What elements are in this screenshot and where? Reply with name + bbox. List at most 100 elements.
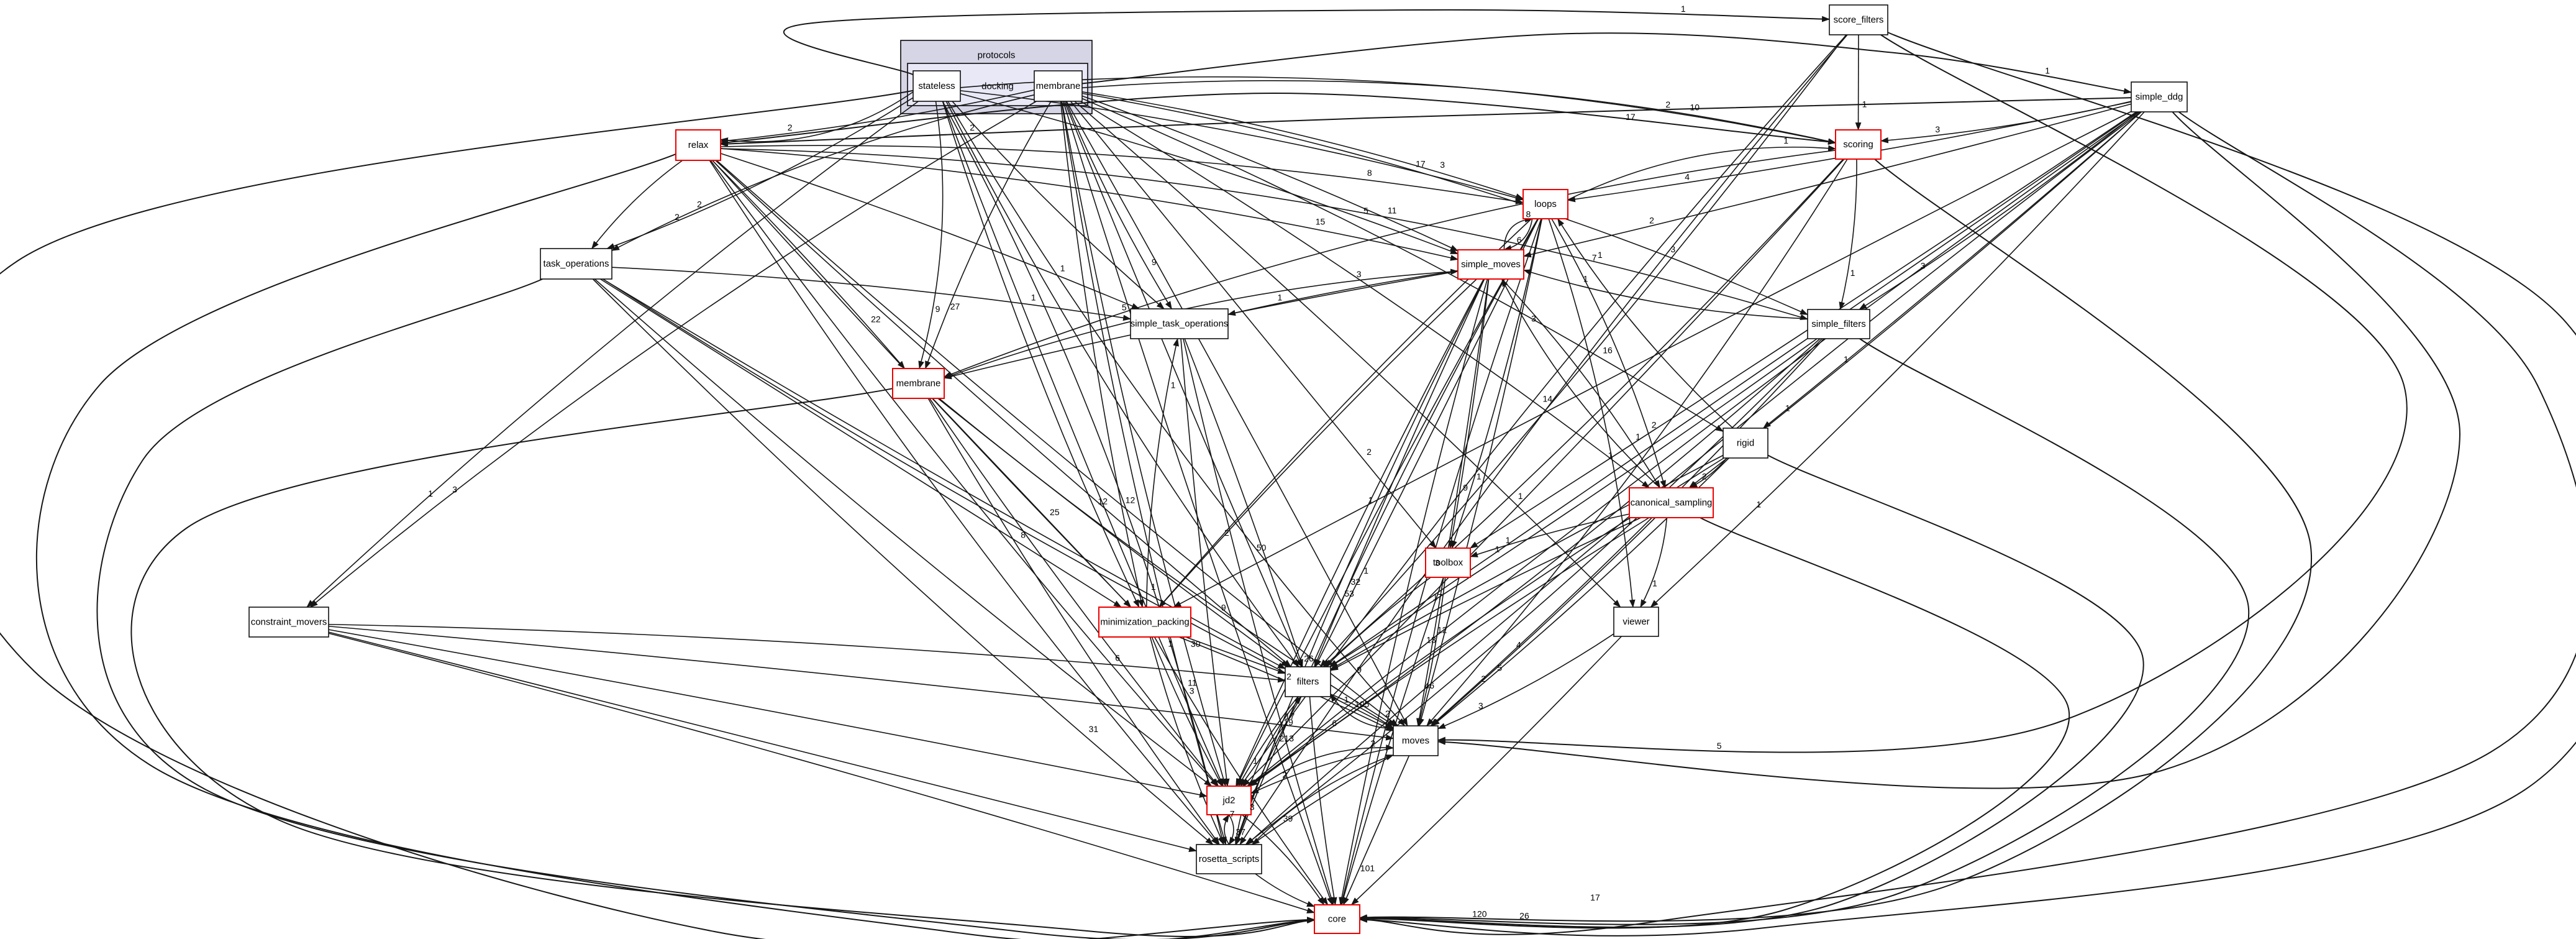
edge-count-label: 3 — [1440, 160, 1445, 170]
node-label-scoring[interactable]: scoring — [1843, 139, 1873, 150]
edge-count-label: 17 — [1416, 159, 1426, 169]
edge-canonical_sampling-to-core — [1359, 517, 2070, 929]
edge-relax-to-task_operations — [591, 160, 683, 249]
edge-simple_ddg-to-relax — [719, 97, 2132, 147]
node-scoring[interactable] — [1835, 129, 1882, 160]
node-jd2[interactable] — [1206, 786, 1252, 815]
node-membrane[interactable] — [892, 368, 945, 399]
node-simple_filters[interactable] — [1807, 309, 1870, 339]
node-minimization_packing[interactable] — [1098, 607, 1191, 638]
node-label-task_operations[interactable]: task_operations — [544, 259, 609, 269]
node-viewer[interactable] — [1613, 607, 1659, 637]
node-label-core[interactable]: core — [1328, 914, 1346, 925]
edge-simple_ddg-to-viewer — [1650, 111, 2145, 608]
edge-count-label: 3 — [1435, 557, 1440, 567]
node-dock_membrane[interactable] — [1034, 70, 1083, 102]
edge-dock_membrane-to-relax — [719, 89, 1035, 144]
node-label-rigid[interactable]: rigid — [1737, 438, 1754, 449]
edge-score_filters-to-rosetta_scripts — [1239, 34, 1848, 845]
edge-count-label: 1 — [1785, 403, 1790, 413]
edge-scoring-to-membrane — [943, 149, 1836, 378]
node-simple_ddg[interactable] — [2131, 81, 2188, 112]
edge-dock_membrane-to-toolbox — [1070, 101, 1437, 549]
cluster-label-docking[interactable]: docking — [981, 81, 1014, 92]
edge-constraint_movers-to-moves — [328, 625, 1395, 741]
edge-filters-to-rosetta_scripts — [1234, 696, 1302, 846]
node-stateless[interactable] — [913, 70, 961, 102]
edge-count-label: 2 — [970, 122, 975, 132]
node-rosetta_scripts[interactable] — [1196, 844, 1262, 874]
edge-count-label: 11 — [1188, 678, 1197, 688]
cluster-label-protocols[interactable]: protocols — [978, 50, 1016, 61]
node-rigid[interactable] — [1723, 428, 1768, 459]
node-label-score_filters[interactable]: score_filters — [1834, 15, 1884, 25]
edge-membrane-to-filters — [937, 398, 1290, 667]
node-label-simple_task_operations[interactable]: simple_task_operations — [1131, 319, 1229, 329]
node-label-constraint_movers[interactable]: constraint_movers — [251, 617, 327, 628]
edge-count-label: 6 — [1517, 235, 1522, 245]
edge-minimization_packing-to-filters — [1185, 636, 1286, 674]
node-label-minimization_packing[interactable]: minimization_packing — [1100, 617, 1189, 628]
edge-simple_ddg-to-scoring — [1880, 101, 2132, 144]
edge-count-label: 1 — [1583, 274, 1588, 284]
node-constraint_movers[interactable] — [248, 607, 329, 638]
edge-membrane-to-minimization_packing — [932, 398, 1131, 608]
node-label-dock_membrane[interactable]: membrane — [1036, 81, 1081, 91]
edge-count-label: 9 — [1357, 664, 1362, 674]
edge-count-label: 1 — [1756, 500, 1761, 510]
node-label-simple_ddg[interactable]: simple_ddg — [2136, 92, 2183, 103]
node-toolbox[interactable] — [1425, 547, 1471, 578]
edge-count-label: 3 — [1531, 313, 1536, 323]
edge-canonical_sampling-to-jd2 — [1249, 517, 1650, 787]
node-label-filters[interactable]: filters — [1297, 677, 1319, 687]
edge-dock_membrane-to-task_operations — [611, 94, 1035, 252]
edge-count-label: 1 — [1151, 582, 1156, 592]
node-task_operations[interactable] — [540, 248, 612, 280]
node-filters[interactable] — [1285, 666, 1331, 697]
node-loops[interactable] — [1522, 189, 1568, 219]
edge-score_filters-to-core — [1359, 32, 2576, 937]
node-label-toolbox[interactable]: toolbox — [1433, 557, 1463, 568]
edge-constraint_movers-to-core — [328, 633, 1316, 914]
edge-relax-to-scoring — [720, 92, 1837, 145]
edge-count-label: 2 — [1282, 769, 1287, 779]
node-simple_task_operations[interactable] — [1130, 308, 1229, 339]
node-label-loops[interactable]: loops — [1534, 199, 1557, 209]
node-moves[interactable] — [1393, 725, 1439, 756]
edge-count-label: 101 — [1360, 863, 1375, 873]
node-simple_moves[interactable] — [1457, 249, 1524, 280]
edge-count-label: 26 — [1519, 910, 1529, 920]
node-relax[interactable] — [675, 129, 721, 161]
edge-count-label: 2 — [788, 122, 793, 132]
edge-count-label: 12 — [1437, 625, 1447, 635]
node-label-moves[interactable]: moves — [1402, 736, 1429, 746]
edge-count-label: 16 — [1603, 345, 1613, 355]
node-label-simple_filters[interactable]: simple_filters — [1811, 319, 1866, 329]
edge-count-label: 1 — [1681, 4, 1686, 14]
edge-count-label: 6 — [1332, 718, 1337, 728]
edge-stateless-to-jd2 — [942, 101, 1224, 787]
edge-loops-to-jd2 — [1236, 218, 1539, 787]
node-label-membrane[interactable]: membrane — [896, 378, 941, 389]
node-label-stateless[interactable]: stateless — [918, 81, 955, 91]
edge-count-label: 2 — [1370, 738, 1375, 748]
edge-viewer-to-core — [1350, 636, 1622, 905]
edge-count-label: 1 — [1368, 495, 1373, 505]
node-canonical_sampling[interactable] — [1629, 487, 1714, 518]
node-label-jd2[interactable]: jd2 — [1222, 795, 1235, 806]
edge-simple_ddg-to-toolbox — [1469, 111, 2137, 549]
edge-dock_membrane-to-rosetta_scripts — [1061, 101, 1227, 846]
edge-count-label: 12 — [1098, 497, 1108, 506]
edge-count-label: 32 — [1351, 577, 1361, 587]
node-label-simple_moves[interactable]: simple_moves — [1461, 259, 1521, 270]
node-label-rosetta_scripts[interactable]: rosetta_scripts — [1199, 854, 1260, 864]
edge-scoring-to-jd2 — [1242, 158, 1845, 787]
node-score_filters[interactable] — [1829, 4, 1888, 35]
node-label-canonical_sampling[interactable]: canonical_sampling — [1631, 498, 1713, 508]
edge-toolbox-to-moves — [1417, 577, 1446, 727]
node-label-relax[interactable]: relax — [688, 140, 709, 150]
node-label-viewer[interactable]: viewer — [1623, 616, 1649, 627]
edge-count-label: 7 — [1592, 253, 1597, 263]
node-core[interactable] — [1314, 904, 1360, 934]
